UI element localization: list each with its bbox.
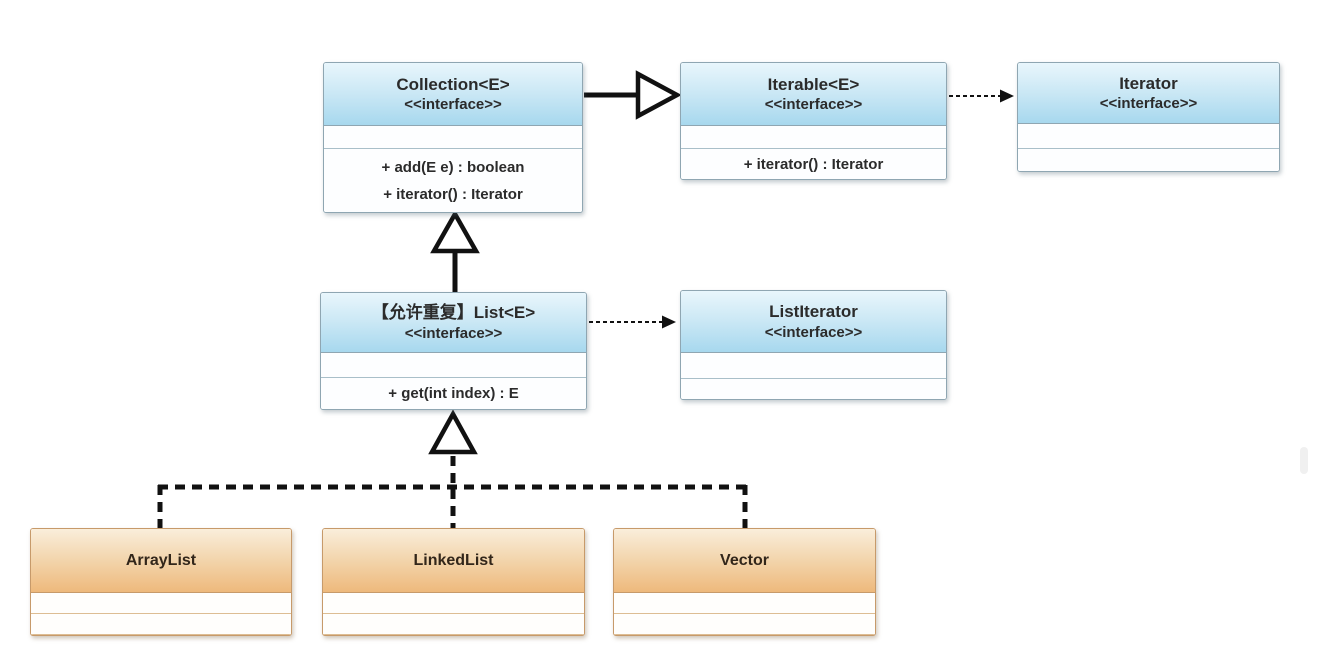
attributes-compartment-empty bbox=[321, 353, 586, 378]
class-name: LinkedList bbox=[413, 551, 494, 569]
class-name: 【允许重复】List<E> bbox=[371, 303, 536, 323]
method-iterator: + iterator() : Iterator bbox=[743, 155, 884, 173]
methods-compartment-empty bbox=[681, 379, 946, 399]
class-name: ListIterator bbox=[769, 302, 858, 322]
stereotype-label: <<interface>> bbox=[1099, 95, 1198, 113]
class-box-vector: Vector bbox=[613, 528, 876, 636]
methods-compartment: + add(E e) : boolean + iterator() : Iter… bbox=[324, 149, 582, 212]
class-box-arraylist: ArrayList bbox=[30, 528, 292, 636]
solid-arrowhead-right bbox=[662, 315, 676, 329]
attributes-compartment-empty bbox=[681, 126, 946, 149]
class-header-vector: Vector bbox=[614, 529, 875, 593]
class-header-iterator: Iterator <<interface>> bbox=[1018, 63, 1279, 124]
methods-compartment-empty bbox=[31, 614, 291, 635]
class-box-listiterator: ListIterator <<interface>> bbox=[680, 290, 947, 400]
attributes-compartment-empty bbox=[323, 593, 584, 614]
methods-compartment-empty bbox=[614, 614, 875, 635]
stereotype-label: <<interface>> bbox=[404, 96, 502, 114]
attributes-compartment-empty bbox=[614, 593, 875, 614]
class-header-linkedlist: LinkedList bbox=[323, 529, 584, 593]
class-name: Vector bbox=[720, 551, 769, 569]
class-box-iterable: Iterable<E> <<interface>> + iterator() :… bbox=[680, 62, 947, 180]
methods-compartment: + iterator() : Iterator bbox=[681, 149, 946, 179]
attributes-compartment-empty bbox=[1018, 124, 1279, 149]
class-header-collection: Collection<E> <<interface>> bbox=[324, 63, 582, 126]
class-name: Iterator bbox=[1119, 73, 1178, 93]
scrollbar-thumb-artifact bbox=[1300, 447, 1308, 474]
method-add: + add(E e) : boolean bbox=[381, 158, 525, 176]
attributes-compartment-empty bbox=[681, 353, 946, 379]
class-name: Iterable<E> bbox=[767, 74, 860, 94]
class-header-list: 【允许重复】List<E> <<interface>> bbox=[321, 293, 586, 353]
hollow-triangle-arrowhead-up bbox=[430, 209, 480, 254]
class-name: ArrayList bbox=[125, 551, 197, 569]
class-header-listiterator: ListIterator <<interface>> bbox=[681, 291, 946, 353]
method-get: + get(int index) : E bbox=[388, 385, 519, 402]
stereotype-label: <<interface>> bbox=[764, 96, 863, 114]
attributes-compartment-empty bbox=[324, 126, 582, 149]
class-name: Collection<E> bbox=[396, 74, 510, 94]
class-box-collection: Collection<E> <<interface>> + add(E e) :… bbox=[323, 62, 583, 213]
attributes-compartment-empty bbox=[31, 593, 291, 614]
class-header-arraylist: ArrayList bbox=[31, 529, 291, 593]
class-box-list: 【允许重复】List<E> <<interface>> + get(int in… bbox=[320, 292, 587, 410]
hollow-triangle-arrowhead-right bbox=[635, 70, 682, 120]
class-header-iterable: Iterable<E> <<interface>> bbox=[681, 63, 946, 126]
class-box-linkedlist: LinkedList bbox=[322, 528, 585, 636]
methods-compartment-empty bbox=[1018, 149, 1279, 171]
methods-compartment: + get(int index) : E bbox=[321, 378, 586, 409]
methods-compartment-empty bbox=[323, 614, 584, 635]
solid-arrowhead-right bbox=[1000, 89, 1014, 103]
stereotype-label: <<interface>> bbox=[764, 323, 863, 341]
hollow-triangle-arrowhead-up-realization bbox=[428, 409, 478, 455]
stereotype-label: <<interface>> bbox=[404, 324, 503, 342]
class-box-iterator: Iterator <<interface>> bbox=[1017, 62, 1280, 172]
method-iterator: + iterator() : Iterator bbox=[383, 185, 523, 203]
